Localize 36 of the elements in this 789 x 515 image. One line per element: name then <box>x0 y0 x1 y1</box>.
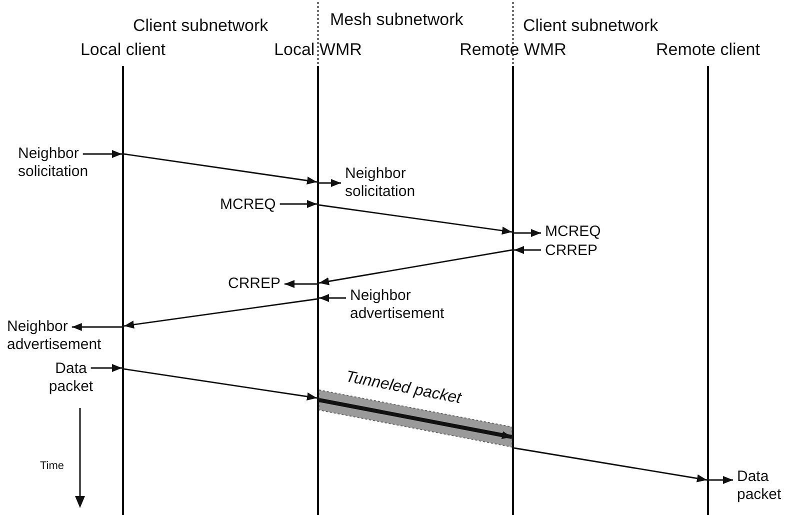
message-label: Neighbor advertisement <box>7 318 127 354</box>
arrow <box>514 447 708 482</box>
message-label: MCREQ <box>545 223 615 241</box>
arrow <box>318 398 512 440</box>
message-label: Neighbor solicitation <box>18 145 108 181</box>
arrow <box>72 323 122 331</box>
message-label: Data packet <box>737 468 787 504</box>
section-heading: Client subnetwork <box>133 16 268 36</box>
message-label: Neighbor advertisement <box>350 287 470 323</box>
message-label: CRREP <box>228 275 290 293</box>
arrow <box>82 150 122 158</box>
arrow <box>284 280 317 288</box>
arrow <box>90 364 122 372</box>
arrow <box>319 294 346 302</box>
axis-label: Time <box>40 460 64 472</box>
arrow <box>124 153 318 185</box>
lifeline-header: Remote WMR <box>458 40 568 60</box>
lifeline-header: Local client <box>79 40 167 60</box>
section-heading: Mesh subnetwork <box>330 10 464 30</box>
lifeline-header: Remote client <box>655 40 761 60</box>
arrow <box>514 229 541 237</box>
lifeline-header: Local WMR <box>273 40 363 60</box>
message-label: MCREQ <box>220 196 286 214</box>
arrow <box>318 249 512 286</box>
arrow <box>124 298 318 329</box>
arrow <box>514 246 541 254</box>
section-heading: Client subnetwork <box>523 16 658 36</box>
edge-label: Tunneled packet <box>344 368 462 408</box>
arrow <box>709 476 733 484</box>
arrow <box>124 368 318 400</box>
arrow <box>318 204 512 235</box>
message-label: Data packet <box>46 360 96 396</box>
arrow <box>319 179 341 187</box>
arrow <box>280 200 317 208</box>
message-label: Neighbor solicitation <box>345 165 445 201</box>
message-label: CRREP <box>545 242 615 260</box>
